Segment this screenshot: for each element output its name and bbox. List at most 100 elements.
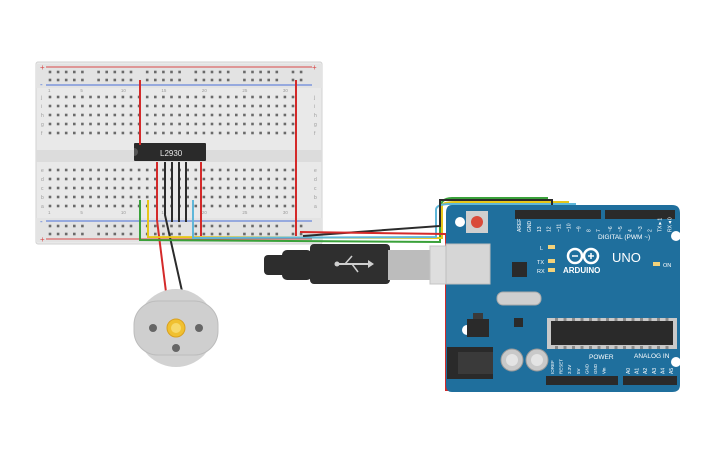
row-letter: c bbox=[314, 186, 317, 192]
capacitor-1 bbox=[500, 348, 524, 372]
row-letter: j bbox=[40, 95, 42, 101]
motor-driver-chip[interactable]: L2930 bbox=[134, 143, 206, 161]
led-l-label: L bbox=[540, 246, 543, 252]
analog-pin-label: A1 bbox=[635, 368, 641, 374]
row-letter: h bbox=[41, 113, 44, 119]
row-letter: e bbox=[314, 168, 317, 174]
dc-motor[interactable] bbox=[133, 289, 219, 367]
row-letter: c bbox=[41, 186, 44, 192]
column-number: 30 bbox=[283, 88, 289, 93]
digital-pin-label: RX◄0 bbox=[668, 217, 674, 232]
column-number: 5 bbox=[80, 210, 83, 215]
row-letter: g bbox=[314, 122, 317, 128]
column-number: 10 bbox=[121, 210, 127, 215]
motor-shaft-icon bbox=[166, 318, 186, 338]
voltage-regulator bbox=[467, 319, 489, 337]
column-number: 30 bbox=[283, 210, 289, 215]
wire-black-motor[interactable] bbox=[164, 162, 185, 301]
row-letter: a bbox=[314, 204, 317, 210]
column-number: 5 bbox=[80, 88, 83, 93]
digital-pin-label: GND bbox=[527, 221, 533, 233]
usb-cable[interactable] bbox=[264, 244, 467, 285]
atmega-microcontroller bbox=[547, 318, 677, 349]
power-label: POWER bbox=[589, 354, 614, 361]
column-number: 20 bbox=[202, 88, 208, 93]
column-number: 25 bbox=[242, 88, 248, 93]
rail-plus-label-right: + bbox=[312, 63, 317, 72]
arduino-infinity-icon bbox=[566, 247, 600, 265]
row-letter: d bbox=[41, 177, 44, 183]
arduino-model: UNO bbox=[612, 250, 641, 265]
digital-pin-label: ~3 bbox=[638, 226, 644, 232]
digital-header-1[interactable] bbox=[515, 210, 601, 219]
power-pin-label: Vin bbox=[602, 367, 607, 374]
wire-black-arduino-gnd[interactable] bbox=[302, 199, 553, 237]
row-letter: b bbox=[41, 195, 44, 201]
on-label: ON bbox=[663, 263, 671, 269]
row-letter: i bbox=[41, 104, 42, 110]
rail-plus-label-bottom: + bbox=[40, 235, 45, 244]
wire-red-motor[interactable] bbox=[156, 162, 168, 301]
power-pin-label: IOREF bbox=[550, 360, 555, 374]
rail-minus-label: - bbox=[40, 80, 43, 89]
rail-minus-label-bottom: - bbox=[40, 217, 43, 226]
dc-power-jack[interactable] bbox=[447, 347, 493, 379]
analog-pin-label: A2 bbox=[643, 368, 649, 374]
digital-pin-label: ~5 bbox=[618, 226, 624, 232]
small-component bbox=[514, 318, 523, 327]
on-led bbox=[653, 262, 660, 266]
wire-blue-pin[interactable] bbox=[192, 200, 576, 240]
digital-pin-label: 8 bbox=[586, 229, 592, 232]
row-letter: b bbox=[314, 195, 317, 201]
wire-yellow-pin[interactable] bbox=[147, 200, 569, 240]
power-header[interactable] bbox=[546, 376, 618, 385]
row-letter: j bbox=[313, 95, 315, 101]
analog-pin-label: A5 bbox=[669, 368, 675, 374]
digital-pin-label: 7 bbox=[596, 229, 602, 232]
usb-icon bbox=[334, 255, 374, 273]
digital-pin-label: 4 bbox=[628, 229, 634, 232]
row-letter: e bbox=[41, 168, 44, 174]
power-pin-label: 5V bbox=[576, 368, 581, 374]
led-l bbox=[548, 245, 555, 249]
power-pin-label: 3.3V bbox=[567, 365, 572, 374]
usb-controller-chip bbox=[512, 262, 527, 277]
digital-pin-label: ~10 bbox=[567, 223, 573, 232]
reset-button[interactable] bbox=[466, 211, 488, 233]
led-tx-label: TX bbox=[537, 260, 544, 266]
power-pin-label: GND bbox=[593, 363, 598, 374]
digital-header-2[interactable] bbox=[605, 210, 675, 219]
digital-pin-label: 12 bbox=[547, 226, 553, 232]
digital-pin-label: 13 bbox=[537, 226, 543, 232]
column-number: 1 bbox=[48, 88, 51, 93]
row-letter: f bbox=[41, 131, 43, 137]
column-number: 20 bbox=[202, 210, 208, 215]
column-number: 10 bbox=[121, 88, 127, 93]
digital-pin-label: ~11 bbox=[557, 224, 563, 232]
power-pin-label: GND bbox=[584, 363, 589, 374]
digital-pin-label: TX►1 bbox=[658, 218, 664, 232]
row-letter: h bbox=[314, 113, 317, 119]
column-number: 1 bbox=[48, 210, 51, 215]
power-pin-label: RESET bbox=[559, 359, 564, 374]
digital-pin-label: 2 bbox=[648, 229, 654, 232]
digital-pin-label: AREF bbox=[517, 219, 523, 232]
row-letter: g bbox=[41, 122, 44, 128]
analog-pin-label: A0 bbox=[626, 368, 632, 374]
arduino-brand: ARDUINO bbox=[563, 266, 600, 275]
led-rx-label: RX bbox=[537, 269, 545, 275]
usb-port bbox=[445, 243, 491, 285]
row-letter: f bbox=[314, 131, 316, 137]
crystal-oscillator bbox=[496, 291, 542, 306]
led-rx bbox=[548, 268, 555, 272]
column-number: 25 bbox=[242, 210, 248, 215]
analog-pin-label: A3 bbox=[652, 368, 658, 374]
digital-label: DIGITAL (PWM ~) bbox=[598, 234, 650, 241]
column-number: 15 bbox=[161, 88, 167, 93]
analog-header[interactable] bbox=[623, 376, 677, 385]
